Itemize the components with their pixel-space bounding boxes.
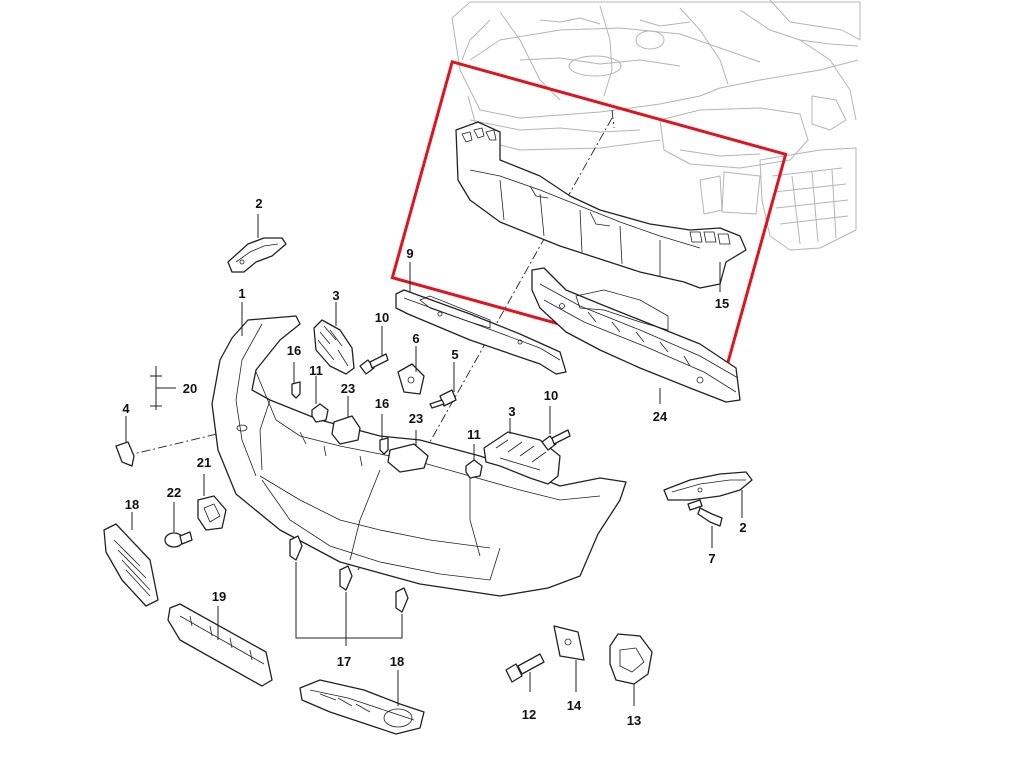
- orientation-marker-part-20: [150, 366, 176, 410]
- bolt-part-12[interactable]: [505, 653, 545, 683]
- bolt-part-10-right[interactable]: [541, 429, 571, 451]
- pad-part-23-left[interactable]: [331, 415, 361, 445]
- fog-light-grille-part-18-right[interactable]: [299, 679, 425, 735]
- callout-2-right: 2: [739, 520, 746, 535]
- guide-bracket-part-9[interactable]: [395, 289, 567, 375]
- callout-10-upper: 10: [375, 310, 389, 325]
- mounting-bracket-right-part-3[interactable]: [483, 431, 561, 485]
- push-pin-part-7[interactable]: [687, 499, 723, 527]
- lower-trim-strip-part-19[interactable]: [167, 603, 273, 687]
- callout-7: 7: [708, 551, 715, 566]
- callout-14: 14: [567, 698, 582, 713]
- callout-23-center: 23: [409, 411, 423, 426]
- callout-1: 1: [238, 286, 245, 301]
- bolt-part-10-upper[interactable]: [359, 353, 389, 375]
- callout-9: 9: [406, 246, 413, 261]
- nut-clip-part-6[interactable]: [397, 363, 425, 395]
- callout-24: 24: [653, 409, 668, 424]
- mounting-bracket-left-part-3[interactable]: [313, 319, 355, 375]
- callout-5: 5: [451, 347, 458, 362]
- callout-16-left: 16: [287, 343, 301, 358]
- callout-18-left: 18: [125, 497, 139, 512]
- plate-part-14[interactable]: [553, 625, 585, 661]
- fog-light-grille-part-18-left[interactable]: [103, 523, 159, 607]
- callout-2-top: 2: [255, 196, 262, 211]
- callout-3-right: 3: [508, 404, 515, 419]
- clip-part-16-left[interactable]: [291, 381, 301, 399]
- callout-23-left: 23: [341, 381, 355, 396]
- callout-11-left: 11: [309, 363, 323, 378]
- callout-6: 6: [412, 331, 419, 346]
- screw-part-5[interactable]: [429, 389, 457, 409]
- callout-13: 13: [627, 713, 641, 728]
- callout-10-right: 10: [544, 388, 558, 403]
- bolt-part-22[interactable]: [164, 531, 193, 548]
- nut-part-11-left[interactable]: [311, 403, 329, 423]
- callout-15: 15: [715, 296, 729, 311]
- rivets-part-17[interactable]: [289, 535, 409, 646]
- callout-22: 22: [167, 485, 181, 500]
- callout-18-right: 18: [390, 654, 404, 669]
- side-bracket-right-part-2[interactable]: [663, 471, 753, 501]
- callout-3-left: 3: [332, 288, 339, 303]
- clip-part-4[interactable]: [115, 441, 135, 467]
- callout-19: 19: [212, 589, 226, 604]
- callout-20: 20: [183, 381, 197, 396]
- grommet-part-21[interactable]: [197, 495, 227, 531]
- callout-4: 4: [122, 401, 130, 416]
- clip-part-16-center[interactable]: [379, 437, 389, 455]
- callout-labels: 1 2 2 3 3 4 5 6 7 9 10 10 11 11 12 13 14…: [122, 196, 746, 728]
- callout-16-center: 16: [375, 396, 389, 411]
- callout-17: 17: [337, 654, 351, 669]
- callout-11-right: 11: [467, 427, 481, 442]
- side-bracket-left-part-2[interactable]: [227, 237, 287, 273]
- callout-21: 21: [197, 455, 211, 470]
- pad-part-23-center[interactable]: [387, 443, 429, 473]
- leader-lines: [125, 214, 743, 706]
- callout-12: 12: [522, 707, 536, 722]
- grommet-part-13[interactable]: [609, 633, 653, 685]
- bumper-reinforcement-part-24[interactable]: [531, 267, 741, 403]
